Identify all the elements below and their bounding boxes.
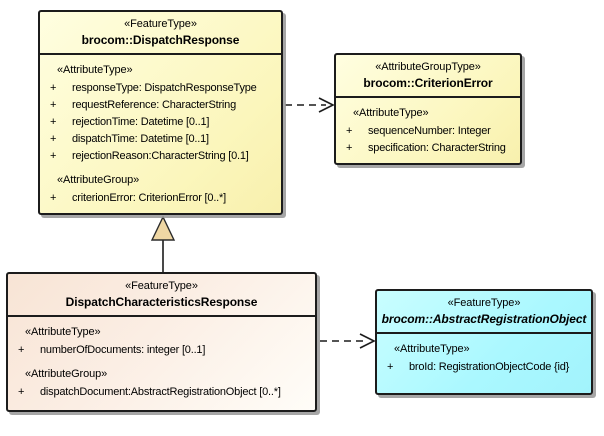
stereotype-label: «FeatureType» xyxy=(124,18,197,30)
class-name: DispatchCharacteristicsResponse xyxy=(65,295,258,309)
stereotype-label: «AttributeGroupType» xyxy=(375,61,481,73)
attributes-compartment: «AttributeType» + responseType: DispatchR… xyxy=(40,55,281,210)
class-name: brocom::CriterionError xyxy=(363,76,493,90)
attribute-row: + criterionError: CriterionError [0..*] xyxy=(48,190,277,207)
stereotype-label: «FeatureType» xyxy=(125,280,198,292)
class-box-criterion-error: «AttributeGroupType» brocom::CriterionEr… xyxy=(334,53,522,165)
attribute-row: + dispatchTime: Datetime [0..1] xyxy=(48,131,277,148)
attributes-compartment: «AttributeType» + numberOfDocuments: inte… xyxy=(8,317,315,404)
class-box-dispatch-characteristics-response: «FeatureType» DispatchCharacteristicsRes… xyxy=(6,272,317,412)
attribute-row: + sequenceNumber: Integer xyxy=(344,123,516,140)
attribute-text: criterionError: CriterionError [0..*] xyxy=(72,192,226,204)
generalization-arrow xyxy=(150,215,176,272)
class-box-dispatch-response: «FeatureType» brocom::DispatchResponse «… xyxy=(38,10,283,215)
attribute-text: responseType: DispatchResponseType xyxy=(72,82,257,94)
attribute-text: dispatchTime: Datetime [0..1] xyxy=(72,133,209,145)
visibility-sign: + xyxy=(18,386,25,398)
visibility-sign: + xyxy=(18,344,25,356)
section-heading: «AttributeGroup» xyxy=(57,174,140,186)
visibility-sign: + xyxy=(50,82,57,94)
stereotype-label: «FeatureType» xyxy=(447,297,521,309)
attribute-text: numberOfDocuments: integer [0..1] xyxy=(40,344,206,356)
attribute-text: requestReference: CharacterString xyxy=(72,99,236,111)
class-title: «FeatureType» brocom::AbstractRegistrati… xyxy=(377,291,591,334)
attribute-text: sequenceNumber: Integer xyxy=(368,125,491,137)
visibility-sign: + xyxy=(50,116,57,128)
attribute-row: + requestReference: CharacterString xyxy=(48,97,277,114)
section-heading: «AttributeType» xyxy=(394,343,470,355)
attributes-compartment: «AttributeType» + broId: RegistrationObje… xyxy=(377,334,591,379)
dependency-arrow-criterion-error xyxy=(285,97,335,113)
section-heading: «AttributeType» xyxy=(57,64,133,76)
attribute-row: + specification: CharacterString xyxy=(344,140,516,157)
attribute-row: + numberOfDocuments: integer [0..1] xyxy=(16,342,311,359)
attribute-row: + responseType: DispatchResponseType xyxy=(48,80,277,97)
visibility-sign: + xyxy=(346,125,353,137)
attribute-text: broId: RegistrationObjectCode {id} xyxy=(409,361,570,373)
class-box-abstract-registration-object: «FeatureType» brocom::AbstractRegistrati… xyxy=(375,289,593,395)
class-title: «AttributeGroupType» brocom::CriterionEr… xyxy=(336,55,520,98)
attribute-row: + dispatchDocument:AbstractRegistrationOb… xyxy=(16,384,311,401)
attribute-row: + broId: RegistrationObjectCode {id} xyxy=(385,359,587,376)
attribute-text: specification: CharacterString xyxy=(368,142,506,154)
attribute-row: + rejectionTime: Datetime [0..1] xyxy=(48,114,277,131)
attribute-text: dispatchDocument:AbstractRegistrationObj… xyxy=(40,386,281,398)
dependency-arrow-dispatch-document xyxy=(320,333,376,349)
visibility-sign: + xyxy=(50,133,57,145)
visibility-sign: + xyxy=(50,192,57,204)
section-heading: «AttributeType» xyxy=(353,107,429,119)
visibility-sign: + xyxy=(346,142,353,154)
visibility-sign: + xyxy=(387,361,394,373)
class-title: «FeatureType» brocom::DispatchResponse xyxy=(40,12,281,55)
section-heading: «AttributeGroup» xyxy=(25,368,108,380)
attributes-compartment: «AttributeType» + sequenceNumber: Integer… xyxy=(336,98,520,160)
visibility-sign: + xyxy=(50,150,57,162)
attribute-row: + rejectionReason:CharacterString [0.1] xyxy=(48,148,277,165)
section-heading: «AttributeType» xyxy=(25,326,101,338)
attribute-text: rejectionReason:CharacterString [0.1] xyxy=(72,150,249,162)
class-name: brocom::DispatchResponse xyxy=(81,33,240,47)
class-title: «FeatureType» DispatchCharacteristicsRes… xyxy=(8,274,315,317)
class-name: brocom::AbstractRegistrationObject xyxy=(381,312,587,326)
attribute-text: rejectionTime: Datetime [0..1] xyxy=(72,116,210,128)
visibility-sign: + xyxy=(50,99,57,111)
